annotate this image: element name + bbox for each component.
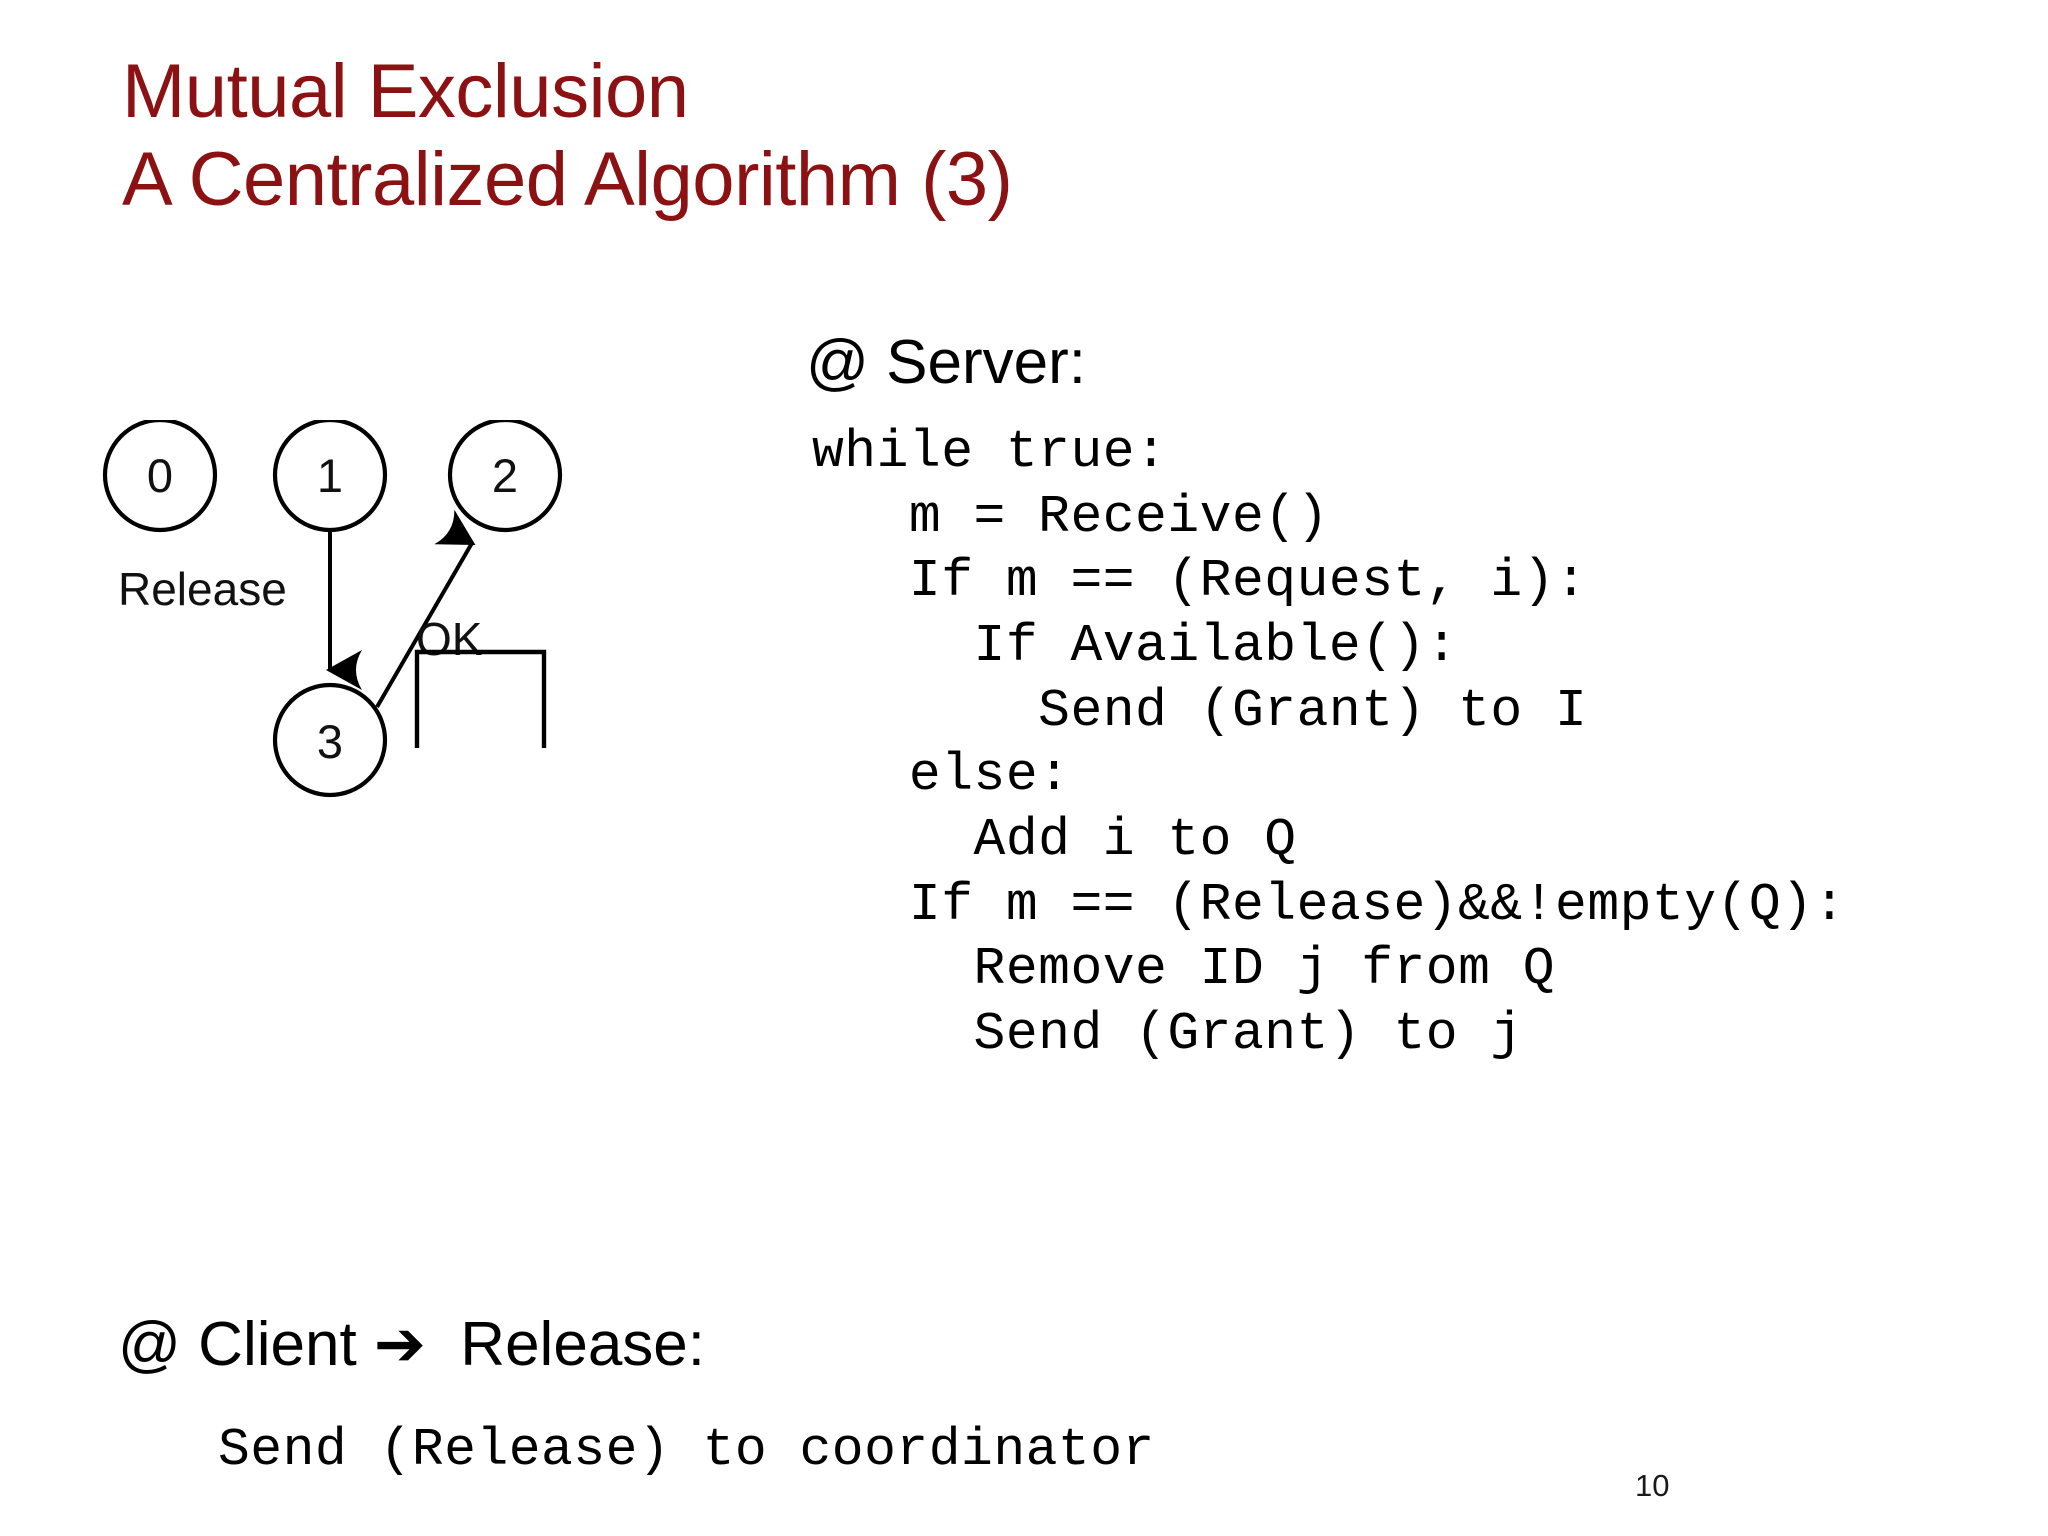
diagram-node-2-label: 2 (492, 449, 518, 502)
diagram-node-1: 1 (272, 420, 388, 533)
centralized-algorithm-diagram: 0 1 2 3 Release OK (100, 420, 720, 1100)
server-pseudocode: while true: m = Receive() If m == (Reque… (812, 420, 1846, 1067)
arrow-ok-3-to-2 (375, 509, 476, 709)
server-code-line: while true: (812, 422, 1168, 482)
server-heading: @ Server: (806, 328, 1086, 397)
diagram-node-3: 3 (272, 682, 388, 798)
edge-label-ok: OK (416, 613, 483, 665)
page-title: Mutual Exclusion A Centralized Algorithm… (122, 48, 1722, 224)
diagram-node-3-label: 3 (317, 715, 343, 768)
page-title-line-2: A Centralized Algorithm (3) (122, 137, 1013, 223)
edge-label-release: Release (118, 563, 287, 615)
server-code-line: Send (Grant) to I (812, 680, 1588, 741)
queue-box (414, 649, 547, 748)
client-code-line: Send (Release) to coordinator (218, 1420, 1155, 1480)
client-heading: @ Client ➔ Release: (118, 1310, 706, 1379)
server-code-line: Add i to Q (812, 809, 1297, 870)
page-title-line-1: Mutual Exclusion (122, 49, 689, 134)
diagram-node-1-label: 1 (317, 449, 343, 502)
diagram-node-2: 2 (447, 420, 563, 533)
server-code-line: If Available(): (812, 615, 1459, 676)
client-pseudocode: Send (Release) to coordinator (218, 1418, 1155, 1483)
diagram-node-0: 0 (102, 420, 218, 533)
server-code-line: If m == (Request, i): (812, 551, 1588, 612)
server-code-line: m = Receive() (812, 486, 1329, 547)
server-code-line: else: (812, 745, 1071, 806)
server-code-line: Remove ID j from Q (812, 939, 1556, 1000)
page-number: 10 (1635, 1468, 1670, 1503)
diagram-node-0-label: 0 (147, 449, 173, 502)
server-code-line: If m == (Release)&&!empty(Q): (812, 874, 1846, 935)
server-code-line: Send (Grant) to j (812, 1003, 1523, 1064)
